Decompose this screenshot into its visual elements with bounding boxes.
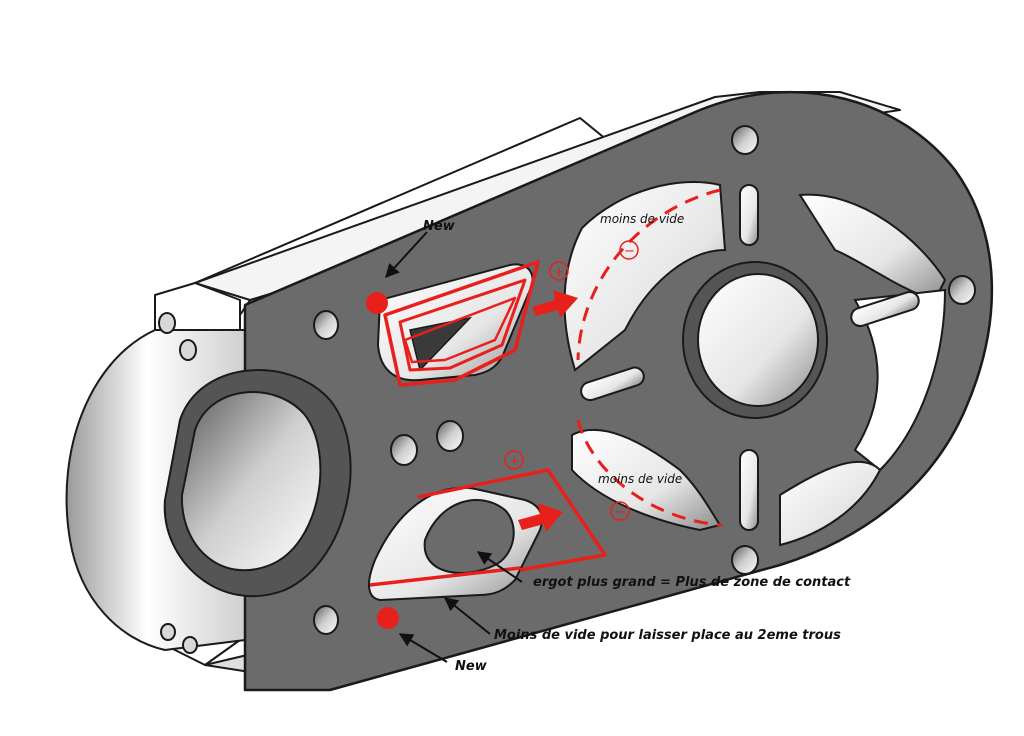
label-moins-de-vide-top: moins de vide xyxy=(600,212,684,226)
label-new-bottom: New xyxy=(455,659,488,674)
plus-sign-bottom: + xyxy=(509,454,520,469)
upper-pocket-inner xyxy=(409,316,473,372)
minus-sign-bottom: − xyxy=(615,505,626,520)
minus-sign-top: − xyxy=(624,244,635,259)
new-marker-bottom xyxy=(377,607,399,629)
label-new-top: New xyxy=(423,219,456,234)
right-pockets xyxy=(563,181,947,547)
label-moins-vide-trous: Moins de vide pour laisser place au 2eme… xyxy=(494,628,841,643)
leader-arrows xyxy=(385,231,523,663)
plate-holes xyxy=(313,125,976,635)
label-moins-de-vide-bottom: moins de vide xyxy=(598,472,682,486)
red-markup xyxy=(369,188,723,587)
red-arrow-top xyxy=(532,290,578,318)
new-marker-top xyxy=(366,292,388,314)
left-block-holes xyxy=(158,312,198,654)
left-bore xyxy=(163,369,352,597)
sign-markers xyxy=(504,240,639,521)
red-arrow-bottom xyxy=(518,503,563,532)
label-ergot: ergot plus grand = Plus de zone de conta… xyxy=(533,575,851,590)
plus-sign-top: + xyxy=(554,265,565,280)
